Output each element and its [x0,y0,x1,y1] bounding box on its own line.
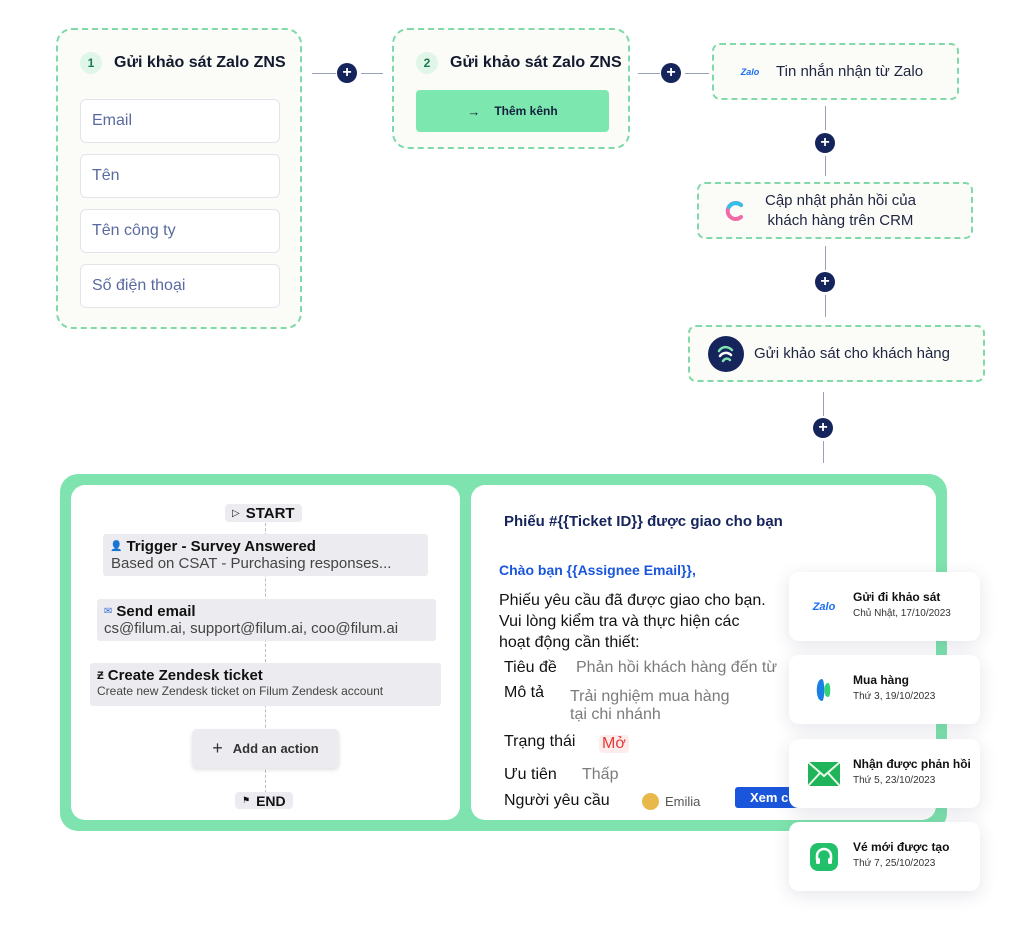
connector-line [825,106,826,130]
workflow-builder: ▷ START 👤 Trigger - Survey Answered Base… [71,485,460,820]
timeline-card: Vé mới được tạo Thứ 7, 25/10/2023 [789,822,980,891]
add-channel-button[interactable]: → Thêm kênh [416,90,609,132]
workflow-end: ⚑ END [235,792,293,809]
arrow-right-icon: → [467,103,481,119]
timeline-title: Mua hàng [853,673,909,687]
timeline-title: Gửi đi khảo sát [853,590,941,604]
timeline-card: Nhận được phản hồi Thứ 5, 23/10/2023 [789,739,980,808]
add-step-button[interactable]: + [337,63,357,83]
survey-step-2-card: 2 Gửi khảo sát Zalo ZNS → Thêm kênh [392,28,630,149]
connector-line [361,73,383,74]
connector-line [825,246,826,270]
timeline-date: Thứ 3, 19/10/2023 [853,691,936,702]
node-label: Gửi khảo sát cho khách hàng [754,345,950,362]
send-email-step[interactable]: ✉ Send email cs@filum.ai, support@filum.… [97,599,436,641]
workflow-spine [265,513,266,803]
connector-line [825,295,826,317]
zendesk-icon: Ƶ [97,669,104,682]
shop-icon [807,673,841,707]
timeline-title: Vé mới được tạo [853,840,950,854]
connector-line [823,392,824,416]
zendesk-step[interactable]: Ƶ Create Zendesk ticket Create new Zende… [90,663,441,706]
connector-line [685,73,709,74]
company-field[interactable]: Tên công ty [80,209,280,253]
connector-line [638,73,660,74]
phone-field[interactable]: Số điện thoại [80,264,280,308]
trigger-step[interactable]: 👤 Trigger - Survey Answered Based on CSA… [103,534,428,576]
play-icon: ▷ [232,507,240,519]
field-value: Thấp [582,766,619,783]
add-step-button[interactable]: + [815,133,835,153]
add-channel-label: Thêm kênh [494,104,558,118]
step-1-header: 1 Gửi khảo sát Zalo ZNS [80,52,286,74]
automation-panel: ▷ START 👤 Trigger - Survey Answered Base… [60,474,947,831]
zalo-icon: Zalo [740,66,760,77]
connector-line [312,73,336,74]
mail-icon: ✉ [104,606,113,617]
status-badge: Mở [599,735,629,753]
field-label: Trạng thái [504,733,576,750]
node-label: Tin nhắn nhận từ Zalo [776,63,924,80]
field-label: Người yêu cầu [504,792,610,809]
add-step-button[interactable]: + [661,63,681,83]
zalo-icon: Zalo [812,601,836,613]
plus-icon: + [212,738,223,758]
workflow-start: ▷ START [225,504,302,522]
field-label: Ưu tiên [504,766,557,783]
field-label: Tiêu đề [504,659,557,676]
timeline-title: Nhận được phản hồi [853,757,971,771]
timeline-card: Mua hàng Thứ 3, 19/10/2023 [789,655,980,724]
field-value: Trải nghiệm mua hàng tại chi nhánh [570,688,730,723]
mail-icon [807,757,841,791]
flag-icon: ⚑ [242,795,251,805]
email-body: Phiếu yêu cầu đã được giao cho bạn. Vui … [499,592,766,651]
field-label: Mô tả [504,684,545,701]
node-label: Cập nhật phản hồi của khách hàng trên CR… [765,191,916,229]
connector-line [825,156,826,176]
zalo-message-node[interactable]: Zalo Tin nhắn nhận từ Zalo [712,43,959,100]
add-step-button[interactable]: + [815,272,835,292]
filum-icon [708,335,744,372]
add-action-button[interactable]: + Add an action [192,729,339,768]
step-title: Gửi khảo sát Zalo ZNS [450,54,622,71]
avatar [642,793,659,810]
user-icon: 👤 [110,541,123,552]
timeline-card: Zalo Gửi đi khảo sát Chủ Nhật, 17/10/202… [789,572,980,641]
email-field[interactable]: Email [80,99,280,143]
email-greeting: Chào bạn {{Assignee Email}}, [499,562,696,578]
timeline-date: Thứ 5, 23/10/2023 [853,775,936,786]
add-step-button[interactable]: + [813,418,833,438]
crm-update-node[interactable]: Cập nhật phản hồi của khách hàng trên CR… [697,182,973,239]
name-field[interactable]: Tên [80,154,280,198]
timeline-date: Thứ 7, 25/10/2023 [853,858,936,869]
survey-step-1-card: 1 Gửi khảo sát Zalo ZNS Email Tên Tên cô… [56,28,302,329]
send-survey-node[interactable]: Gửi khảo sát cho khách hàng [688,325,985,382]
email-subject: Phiếu #{{Ticket ID}} được giao cho bạn [504,513,783,530]
step-number-badge: 2 [416,52,438,74]
headset-icon [807,840,841,874]
connector-line [823,441,824,463]
email-preview: Phiếu #{{Ticket ID}} được giao cho bạn C… [471,485,936,820]
step-title: Gửi khảo sát Zalo ZNS [114,54,286,71]
timeline-date: Chủ Nhật, 17/10/2023 [853,608,951,619]
requester: Emilia [642,793,700,810]
field-value: Phản hồi khách hàng đến từ [576,659,778,676]
step-2-header: 2 Gửi khảo sát Zalo ZNS [416,52,622,74]
step-number-badge: 1 [80,52,102,74]
crm-icon [723,199,747,223]
